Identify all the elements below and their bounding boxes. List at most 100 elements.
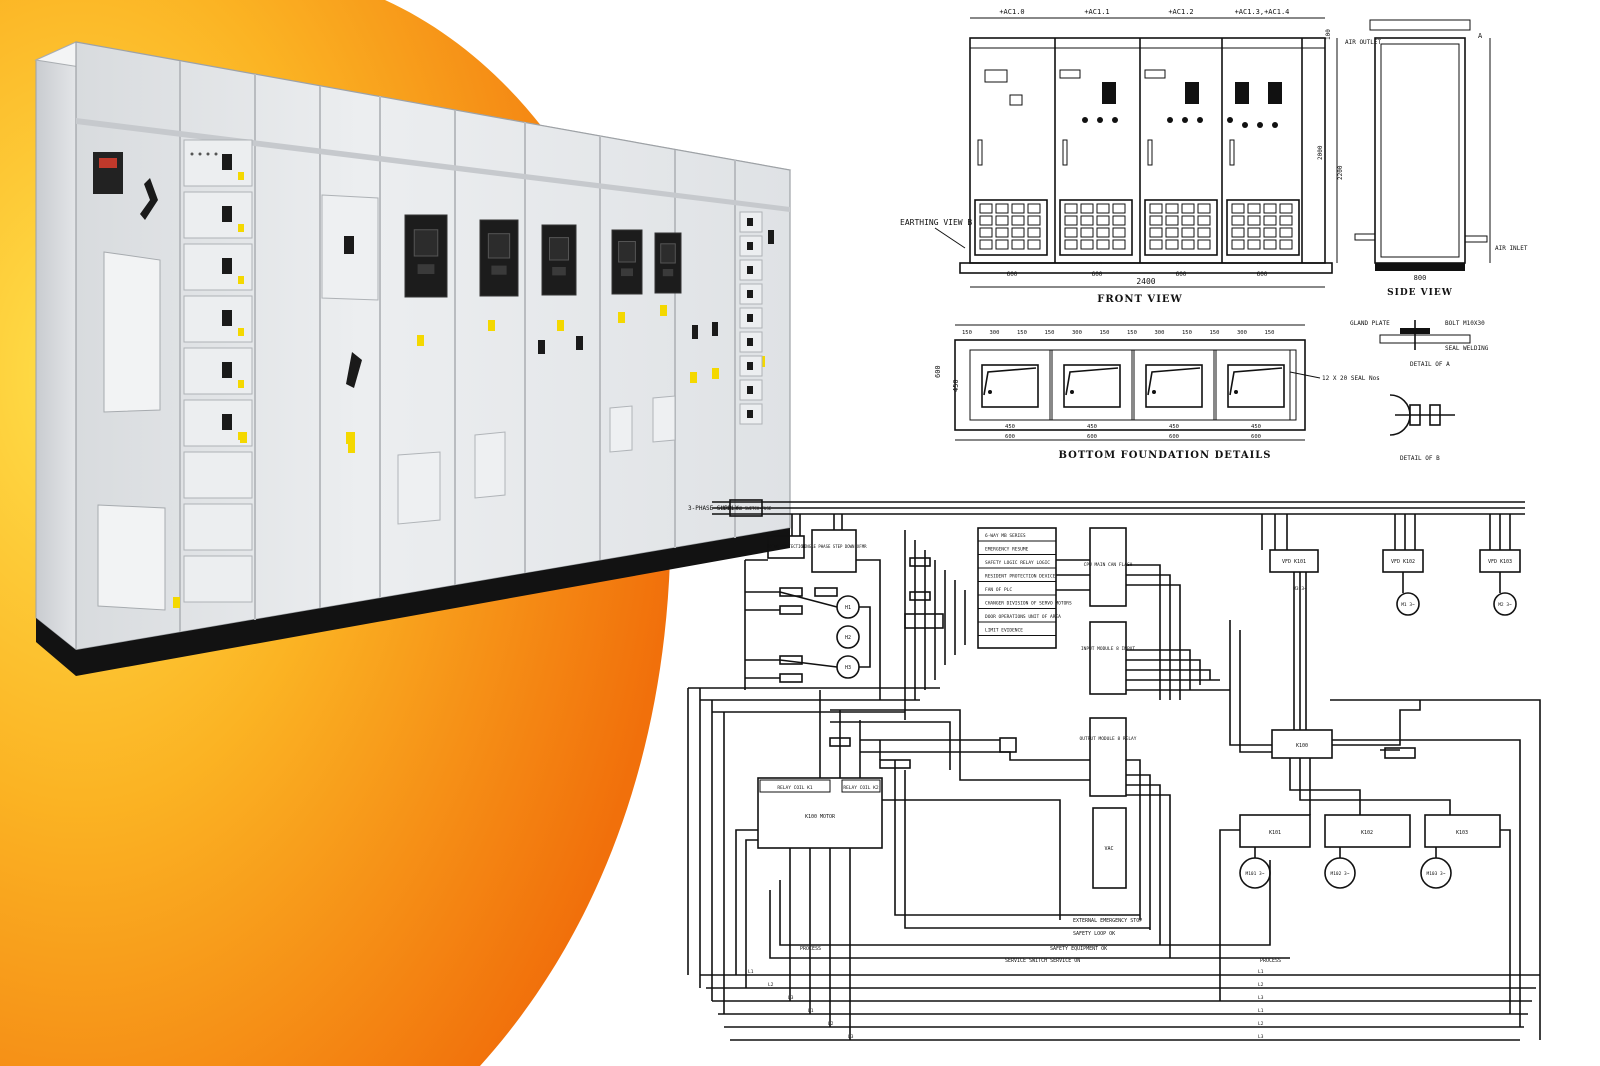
bottom-label-4: SAFETY LOOP OK xyxy=(1073,931,1115,937)
motor-box-3: K103 xyxy=(1456,830,1468,836)
width-dim: 600 xyxy=(1092,271,1103,278)
warning-label xyxy=(240,432,247,443)
bottom-label-1: SAFETY EQUIPMENT OK xyxy=(1050,946,1107,952)
wire xyxy=(1126,669,1211,680)
panel-tag: +AC1.3,+AC1.4 xyxy=(1235,8,1290,16)
side-air-inlet: AIR INLET xyxy=(1495,245,1528,252)
rail-label: L3 xyxy=(848,1034,854,1040)
control-list-item: RESIDENT PROTECTION DEVICE xyxy=(985,574,1056,580)
schematic-component xyxy=(779,605,803,615)
vfd-box: VAC xyxy=(1104,846,1113,852)
foundation-top-dim: 150 xyxy=(1210,330,1220,336)
rail-label: L1 xyxy=(1258,969,1264,975)
wire xyxy=(856,559,881,700)
drive-box-2: VFD K102 xyxy=(1391,559,1415,565)
foundation-top-dim: 150 xyxy=(1017,330,1027,336)
motor-m2-label: M2 3~ xyxy=(1498,602,1512,608)
panel-tag: +AC1.1 xyxy=(1084,8,1109,16)
drive-box-3: VFD K103 xyxy=(1488,559,1512,565)
mcc-drawer xyxy=(183,451,253,499)
motor-m102-label: M102 3~ xyxy=(1331,871,1350,877)
wire xyxy=(769,890,1290,959)
foundation-top-dim: 300 xyxy=(1155,330,1165,336)
wire xyxy=(1126,659,1201,685)
warning-label xyxy=(660,305,667,316)
indicator-lamp-2 xyxy=(836,625,860,649)
motor-m2 xyxy=(1493,592,1517,616)
front-view-title: FRONT VIEW xyxy=(1097,294,1182,305)
wire xyxy=(1126,584,1181,700)
motor-box-2: K102 xyxy=(1361,830,1373,836)
foundation-top-dim: 150 xyxy=(1265,330,1275,336)
bottom-label-6: PROCESS xyxy=(1260,958,1281,964)
schematic-component xyxy=(814,587,838,597)
feeder-handle-2 xyxy=(346,352,362,388)
panel-side-face xyxy=(35,41,77,652)
rail-label: L2 xyxy=(1258,982,1264,988)
wire xyxy=(859,606,871,668)
motor-m1 xyxy=(1396,592,1420,616)
wire xyxy=(1219,829,1240,1001)
foundation-column-dim: 600 xyxy=(1087,434,1097,440)
wire xyxy=(745,839,758,988)
switchgear-panel-photo xyxy=(34,41,792,676)
warning-label xyxy=(488,320,495,331)
gland-label-1: GLAND PLATE xyxy=(1350,320,1390,327)
wire xyxy=(1330,699,1541,1040)
foundation-top-dim: 300 xyxy=(990,330,1000,336)
schematic-component xyxy=(779,655,803,665)
schematic-component xyxy=(829,737,851,747)
control-list-item: 6-WAY MB SERIES xyxy=(985,533,1026,539)
foundation-top-dim: 300 xyxy=(1237,330,1247,336)
motor-protection-box: MOTOR PROTECTION xyxy=(767,544,806,549)
foundation-title: BOTTOM FOUNDATION DETAILS xyxy=(1058,450,1271,461)
foundation-top-dim: 150 xyxy=(1100,330,1110,336)
foundation-depth-dim-2: 450 xyxy=(952,379,960,392)
bottom-label-3: EXTERNAL EMERGENCY STOP xyxy=(1073,918,1142,924)
schematic-component xyxy=(909,591,931,601)
foundation-column-dim: 600 xyxy=(1005,434,1015,440)
schematic-component xyxy=(1384,747,1416,759)
rail-label: L1 xyxy=(748,969,754,975)
svg-text:K100: K100 xyxy=(1296,743,1308,749)
front-view-total-width: 2400 xyxy=(1136,277,1155,286)
control-list-item: CHANGER DIVISION OF SERVO MOTORS xyxy=(985,601,1072,607)
lamp-label-1: H1 xyxy=(845,605,851,611)
height-dim: 100 xyxy=(1325,29,1332,40)
foundation-bottom-dim: 450 xyxy=(1005,424,1015,430)
mcc-drawer xyxy=(183,555,253,603)
mcc-drawer xyxy=(183,503,253,551)
foundation-top-dim: 150 xyxy=(1045,330,1055,336)
incomer-lower-plate xyxy=(97,504,166,611)
bottom-label-2: SERVICE SWITCH SERVICE ON xyxy=(1005,958,1080,964)
rail-label: L2 xyxy=(768,982,774,988)
height-dim: 2200 xyxy=(1337,165,1344,180)
side-view-title: SIDE VIEW xyxy=(1387,288,1453,298)
wire xyxy=(779,591,838,608)
wire xyxy=(1126,564,1161,700)
control-list-item: LIMIT EVIDENCE xyxy=(985,628,1023,634)
side-depth-dim: 800 xyxy=(1414,274,1427,282)
feeder-handle-1 xyxy=(344,236,354,254)
lamp-label-3: H3 xyxy=(845,665,851,671)
foundation-top-dim: 300 xyxy=(1072,330,1082,336)
foundation-bottom-dim: 450 xyxy=(1087,424,1097,430)
lamp-label-2: H2 xyxy=(845,635,851,641)
rail-label: L3 xyxy=(1258,1034,1264,1040)
wire xyxy=(894,760,1140,916)
warning-label xyxy=(557,320,564,331)
rail-label: L1 xyxy=(808,1008,814,1014)
width-dim: 600 xyxy=(1257,271,1268,278)
control-list-item: EMERGENCY RESUME xyxy=(985,547,1029,553)
detail-b: DETAIL OF B xyxy=(1400,455,1440,462)
wire xyxy=(779,659,838,668)
foundation-top-dim: 150 xyxy=(1182,330,1192,336)
control-list-item: FAN OF PLC xyxy=(985,587,1012,593)
plc-cpu-box: CPU MAIN CAN FLASH xyxy=(1084,562,1133,568)
gland-label-3: SEAL WELDING xyxy=(1445,345,1489,352)
wire xyxy=(1126,759,1141,920)
rail-label: L2 xyxy=(1258,1021,1264,1027)
schematic-component xyxy=(904,613,944,629)
